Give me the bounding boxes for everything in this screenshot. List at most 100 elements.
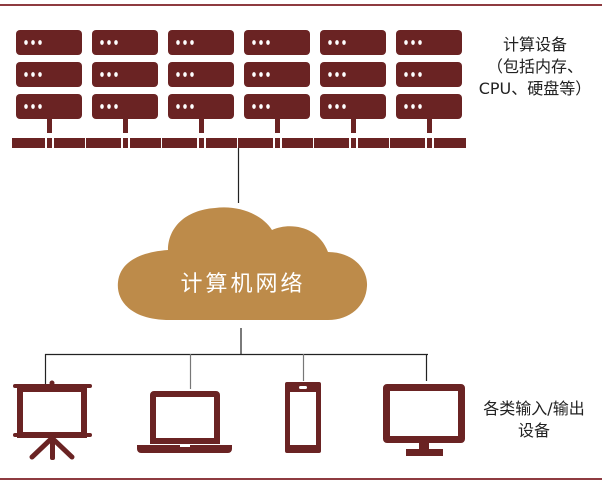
server-indicator-dot	[252, 104, 256, 109]
server-icon	[168, 62, 234, 87]
server-indicator-dot	[100, 104, 104, 109]
server-indicator-dot	[176, 72, 180, 77]
server-indicator-dot	[342, 72, 346, 77]
server-indicator-dot	[328, 72, 332, 77]
server-indicator-dot	[38, 40, 42, 45]
bottom-border	[0, 478, 602, 480]
bus-segment	[282, 138, 313, 148]
server-indicator-dot	[183, 104, 187, 109]
server-indicator-dot	[335, 40, 339, 45]
server-stem	[275, 119, 280, 133]
server-icon	[92, 30, 158, 55]
bus-segment	[206, 138, 237, 148]
server-indicator-dot	[259, 72, 263, 77]
server-icon	[244, 62, 310, 87]
server-icon	[16, 62, 82, 87]
server-icon	[92, 94, 158, 119]
server-icon	[168, 94, 234, 119]
laptop-icon	[137, 391, 232, 453]
top-border	[0, 4, 602, 6]
cloud-icon	[117, 207, 368, 320]
server-indicator-dot	[38, 72, 42, 77]
bus-segment	[86, 138, 121, 148]
server-icon	[396, 94, 462, 119]
io-devices-label: 各类输入/输出 设备	[468, 398, 600, 442]
server-indicator-dot	[259, 40, 263, 45]
server-indicator-dot	[335, 104, 339, 109]
server-indicator-dot	[31, 72, 35, 77]
server-icon	[396, 30, 462, 55]
bus-segment	[123, 138, 128, 148]
server-indicator-dot	[259, 104, 263, 109]
server-column	[92, 30, 158, 133]
server-indicator-dot	[107, 72, 111, 77]
compute-devices-label: 计算设备 （包括内存、 CPU、硬盘等）	[470, 34, 600, 100]
server-indicator-dot	[24, 104, 28, 109]
server-indicator-dot	[31, 40, 35, 45]
server-indicator-dot	[328, 104, 332, 109]
bus-segment	[47, 138, 52, 148]
server-indicator-dot	[38, 104, 42, 109]
server-icon	[16, 94, 82, 119]
server-column	[320, 30, 386, 133]
server-indicator-dot	[31, 104, 35, 109]
bus-segment	[427, 138, 432, 148]
server-indicator-dot	[107, 40, 111, 45]
server-indicator-dot	[418, 40, 422, 45]
bus-segment	[275, 138, 280, 148]
server-rack-group	[16, 30, 462, 133]
bus-segment	[314, 138, 349, 148]
bus-segment	[199, 138, 204, 148]
server-bus-bar	[12, 138, 466, 148]
server-indicator-dot	[335, 72, 339, 77]
server-stem	[427, 119, 432, 133]
server-indicator-dot	[100, 40, 104, 45]
bus-segment	[12, 138, 45, 148]
server-indicator-dot	[176, 40, 180, 45]
compute-label-line3: CPU、硬盘等）	[478, 79, 592, 98]
server-indicator-dot	[252, 72, 256, 77]
server-column	[16, 30, 82, 133]
device-connectors	[44, 328, 428, 389]
server-indicator-dot	[328, 40, 332, 45]
projector-screen-icon	[13, 380, 92, 460]
bus-segment	[130, 138, 161, 148]
bus-segment	[162, 138, 197, 148]
server-indicator-dot	[252, 40, 256, 45]
server-indicator-dot	[114, 104, 118, 109]
server-indicator-dot	[190, 40, 194, 45]
server-indicator-dot	[342, 104, 346, 109]
server-indicator-dot	[342, 40, 346, 45]
server-indicator-dot	[411, 104, 415, 109]
io-label-line2: 设备	[517, 421, 550, 440]
bus-segment	[434, 138, 466, 148]
io-label-line1: 各类输入/输出	[483, 399, 585, 418]
server-indicator-dot	[266, 72, 270, 77]
network-label: 计算机网络	[180, 272, 306, 297]
bus-segment	[54, 138, 85, 148]
server-icon	[16, 30, 82, 55]
server-stem	[123, 119, 128, 133]
bus-segment	[238, 138, 273, 148]
server-indicator-dot	[190, 104, 194, 109]
server-icon	[168, 30, 234, 55]
server-indicator-dot	[24, 72, 28, 77]
server-indicator-dot	[190, 72, 194, 77]
server-indicator-dot	[183, 40, 187, 45]
server-icon	[244, 94, 310, 119]
server-icon	[244, 30, 310, 55]
server-icon	[92, 62, 158, 87]
server-stem	[199, 119, 204, 133]
server-icon	[320, 62, 386, 87]
server-column	[396, 30, 462, 133]
server-column	[244, 30, 310, 133]
server-icon	[320, 94, 386, 119]
smartphone-icon	[285, 382, 321, 453]
server-indicator-dot	[404, 104, 408, 109]
server-icon	[396, 62, 462, 87]
server-indicator-dot	[107, 104, 111, 109]
server-indicator-dot	[100, 72, 104, 77]
server-indicator-dot	[418, 72, 422, 77]
server-indicator-dot	[114, 72, 118, 77]
